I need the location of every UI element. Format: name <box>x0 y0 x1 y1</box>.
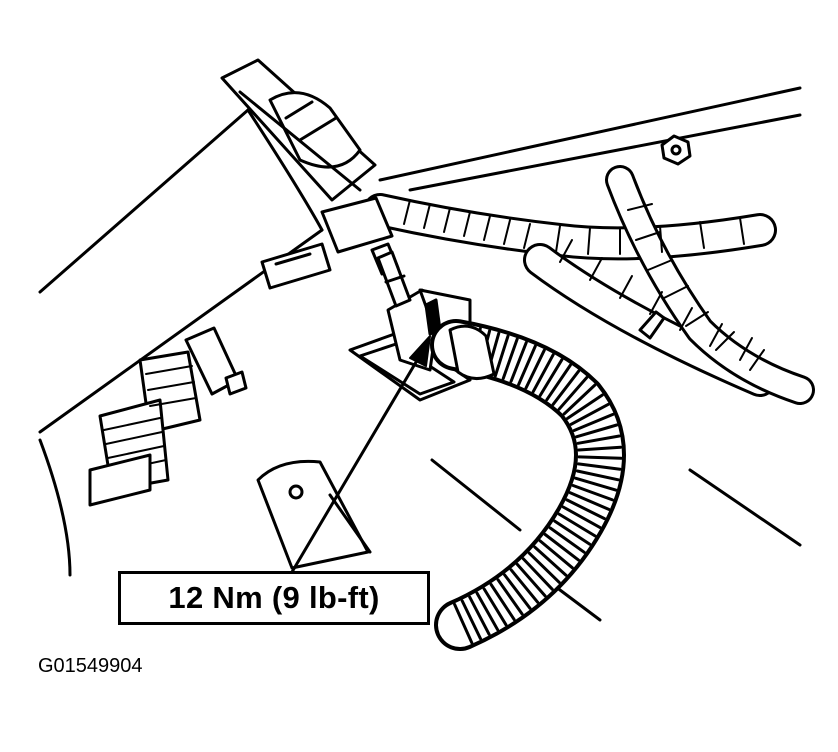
cable-rib <box>517 344 537 387</box>
cable-rib <box>531 353 555 394</box>
torque-callout-box: 12 Nm (9 lb-ft) <box>118 571 430 625</box>
cable-rib <box>548 526 586 554</box>
torque-spec-label: 12 Nm (9 lb-ft) <box>168 580 380 615</box>
floor-bracket <box>256 459 372 570</box>
cable-rib <box>577 455 623 460</box>
callout-leader-arrow <box>290 335 431 574</box>
cable-rib <box>572 412 615 432</box>
cable-rib <box>553 519 592 546</box>
cable-rib <box>576 462 622 471</box>
cable-rib <box>533 545 568 577</box>
figure-id-label: G01549904 <box>38 655 143 677</box>
harness-connector <box>260 196 400 290</box>
cable-rib <box>475 591 500 632</box>
cable-rib <box>574 423 619 439</box>
cable-rib <box>545 363 572 402</box>
cable-rib <box>509 568 540 604</box>
mounting-stud <box>660 134 692 166</box>
cable-rib <box>577 445 623 452</box>
cable-rib <box>561 505 602 529</box>
cable-rib <box>527 551 561 584</box>
cable-rib <box>571 484 614 502</box>
cable-rib <box>575 469 620 482</box>
cable-rib <box>482 587 508 627</box>
cable-rib <box>496 578 524 616</box>
cable-rib <box>493 334 510 378</box>
cable-rib <box>501 337 519 381</box>
corrugated-ground-cable <box>430 319 626 651</box>
cable-rib <box>538 539 574 570</box>
cable-rib <box>453 602 474 645</box>
cable-rib <box>569 402 610 426</box>
cable-rib <box>576 434 621 445</box>
cable-rib <box>557 376 589 411</box>
cable-rib <box>574 476 618 492</box>
left-wire-connector <box>88 326 248 507</box>
cable-rib <box>557 512 597 538</box>
cable-rib <box>543 533 580 562</box>
upper-tube <box>220 58 377 202</box>
cable-rib <box>521 557 554 591</box>
cable-rib <box>565 498 606 521</box>
cable-rib <box>568 491 611 511</box>
wiring-harness <box>363 165 815 405</box>
cable-rib <box>515 562 547 598</box>
cable-rib <box>509 340 528 383</box>
cable-rib <box>489 583 516 622</box>
cable-rib <box>562 383 597 416</box>
cable-rib <box>524 348 546 390</box>
cable-rib <box>538 358 564 398</box>
cable-rib <box>551 369 581 406</box>
cable-rib <box>503 573 532 610</box>
cable-rib <box>566 393 604 420</box>
cable-rib <box>468 595 491 636</box>
cable-rib <box>460 599 482 641</box>
